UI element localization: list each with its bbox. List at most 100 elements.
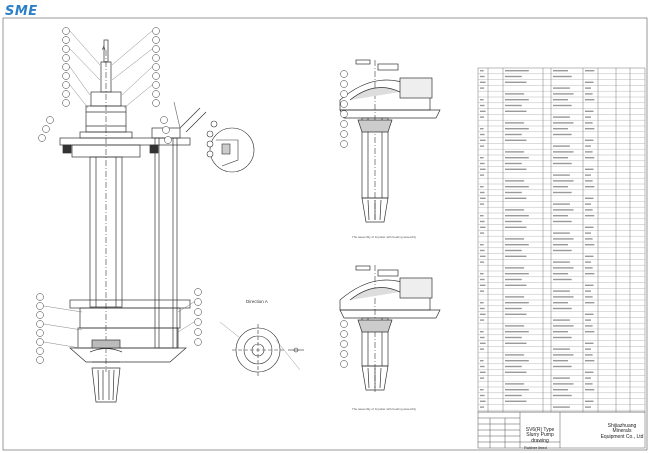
bom-cell-text [480, 75, 485, 78]
bom-cell-text [553, 307, 572, 310]
bom-cell-text [480, 133, 485, 136]
bom-cell-text [585, 232, 591, 234]
bom-cell-text [505, 186, 529, 188]
bom-cell-text [505, 255, 527, 257]
bom-cell-text [585, 406, 591, 408]
bom-cell-text [553, 244, 569, 246]
bom-cell-text [480, 81, 486, 83]
bom-cell-text [505, 197, 527, 199]
bom-cell-text [585, 151, 593, 153]
bom-cell-text [553, 325, 574, 327]
bom-cell-text [480, 371, 486, 373]
bom-cell-text [480, 249, 485, 252]
bom-cell-text [480, 394, 485, 397]
bom-cell-text [505, 394, 522, 397]
bom-cell-text [505, 284, 527, 286]
bom-cell-text [553, 174, 570, 176]
bom-cell-text [585, 93, 593, 95]
lower-section-caption: The assembly of Impeller with bearing as… [352, 407, 417, 411]
bom-cell-text [553, 383, 574, 385]
bom-cell-text [480, 261, 485, 263]
bom-cell-text [480, 128, 484, 130]
bom-cell-text [505, 81, 527, 83]
bom-cell-text [480, 99, 484, 101]
bom-cell-text [480, 313, 486, 315]
bom-cell-text [553, 93, 574, 95]
bom-cell-text [505, 226, 527, 228]
bom-cell-text [553, 75, 572, 78]
model-line-1: SV6(R) Type [525, 427, 555, 433]
bom-cell-text [480, 360, 484, 362]
bom-cell-text [505, 209, 525, 211]
bom-cell-text [480, 168, 486, 170]
bom-cell-text [480, 273, 484, 275]
bom-cell-text [585, 81, 594, 83]
bom-cell-text [553, 290, 570, 292]
company-line-2: Equipment Co., Ltd [600, 433, 644, 440]
bom-cell-text [585, 70, 595, 72]
bom-cell-text [505, 244, 529, 246]
bom-cell-text [585, 215, 595, 217]
bom-cell-text [585, 168, 594, 170]
bom-cell-text [480, 215, 484, 217]
bom-cell-text [585, 360, 595, 362]
bom-cell-text [480, 342, 486, 344]
title-block-company: Shijiazhuang Minerals Equipment Co., Ltd [598, 423, 646, 440]
bom-cell-text [480, 365, 485, 368]
bom-cell-text [553, 273, 569, 275]
bom-cell-text [480, 232, 485, 234]
axis-label-a: A [102, 46, 106, 52]
bom-cell-text [585, 99, 595, 101]
bom-cell-text [505, 157, 529, 159]
bom-cell-text [505, 128, 529, 130]
bom-cell-text [553, 220, 572, 223]
bom-cell-text [585, 203, 591, 205]
bom-cell-text [480, 290, 485, 292]
bom-cell-text [553, 267, 574, 269]
direction-a-title: Direction A [246, 299, 268, 304]
bom-cell-text [553, 354, 574, 356]
bom-cell-text [585, 255, 594, 257]
bom-cell-text [553, 157, 569, 159]
bom-cell-text [585, 302, 595, 304]
bom-cell-text [480, 186, 484, 188]
bom-cell-text [585, 389, 595, 391]
bom-cell-text [585, 110, 594, 112]
bom-cell-text [585, 209, 593, 211]
bom-cell-text [505, 168, 527, 170]
bom-cell-text [480, 255, 486, 257]
upper-section-caption: The assembly of Impeller with bearing as… [352, 235, 417, 239]
bom-cell-text [480, 191, 485, 194]
bom-cell-text [585, 400, 594, 402]
bom-cell-text [553, 238, 574, 240]
bom-cell-text [553, 145, 570, 147]
bom-cell-text [553, 70, 569, 72]
company-line-1: Shijiazhuang Minerals [607, 423, 637, 435]
bom-cell-text [553, 209, 574, 211]
bom-cell-text [505, 133, 522, 136]
bom-cell-text [480, 226, 486, 228]
bom-cell-text [480, 162, 485, 165]
bom-cell-text [480, 377, 485, 379]
bom-cell-text [553, 394, 572, 397]
bom-cell-text [505, 342, 527, 344]
bom-cell-text [553, 104, 572, 107]
bom-cell-text [505, 110, 527, 112]
bom-cell-text [505, 180, 525, 182]
bom-cell-text [585, 354, 593, 356]
bom-cell-text [505, 151, 525, 153]
model-line-2: Slurry Pump drawing [526, 432, 554, 444]
bom-cell-text [505, 389, 529, 391]
bom-cell-text [480, 203, 485, 205]
bom-cell-text [505, 99, 529, 101]
bom-cell-text [505, 273, 529, 275]
bom-cell-text [585, 180, 593, 182]
bom-cell-text [585, 377, 591, 379]
section-view-lower [339, 265, 441, 392]
bom-cell-text [585, 331, 595, 333]
bom-cell-text [505, 249, 522, 252]
bom-cell-text [505, 325, 525, 327]
bom-cell-text [480, 110, 486, 112]
bom-cell-text [553, 302, 569, 304]
bom-cell-text [480, 116, 485, 118]
